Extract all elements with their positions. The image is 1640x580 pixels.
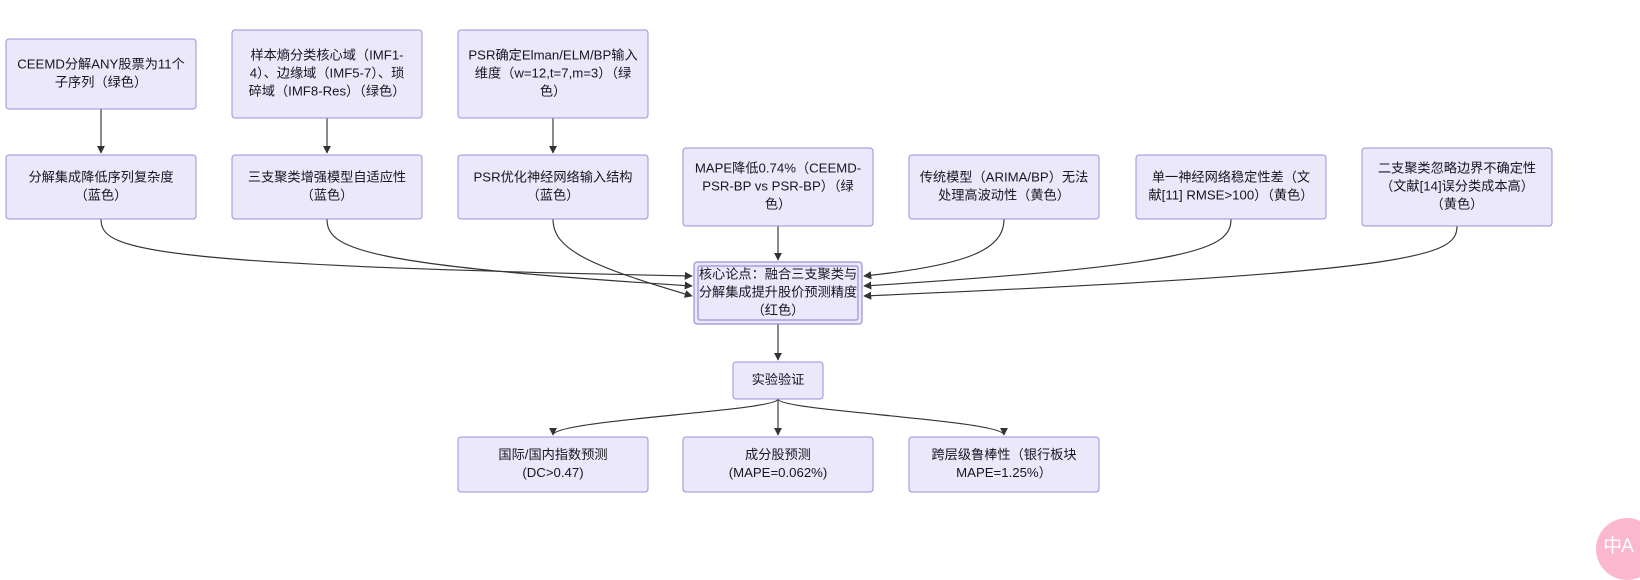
node-n2[interactable]: 样本熵分类核心域（IMF1- 4）、边缘域（IMF5-7）、琐碎域（IMF8-Re… (231, 29, 423, 119)
node-label-line: CEEMD分解ANY股票为11个 (17, 56, 185, 71)
node-label-line: （文献[14]误分类成本高） (1380, 177, 1534, 193)
node-label-line: (MAPE=0.062%) (729, 465, 828, 480)
node-box-inner (697, 265, 859, 321)
node-box (5, 38, 197, 110)
node-n6[interactable]: PSR优化神经网络输入结构 （蓝色） (457, 154, 649, 220)
node-r1[interactable]: 国际/国内指数预测 (DC>0.47) (457, 436, 649, 493)
node-label-line: 三支聚类增强模型自适应性 (248, 169, 406, 184)
watermark-text: 中A (1603, 535, 1634, 557)
node-label-line: 国际/国内指数预测 (498, 447, 607, 462)
node-n4[interactable]: 分解集成降低序列复杂度 （蓝色） (5, 154, 197, 220)
edge-n10-to-core (863, 225, 1458, 300)
node-box (908, 154, 1100, 220)
node-n9[interactable]: 单一神经网络稳定性差（文献[11] RMSE>100）（黄色） (1135, 154, 1327, 220)
node-box (231, 154, 423, 220)
edge-n4-to-core (100, 218, 693, 280)
node-n7[interactable]: MAPE降低0.74%（CEEMD- PSR-BP vs PSR-BP）（绿色） (682, 147, 874, 227)
node-label-line: 传统模型（ARIMA/BP）无法 (920, 169, 1089, 184)
node-label-line: 4）、边缘域（IMF5-7）、琐 (250, 64, 405, 80)
node-label-line: 单一神经网络稳定性差（文 (1152, 169, 1310, 184)
node-box (231, 29, 423, 119)
node-box (682, 436, 874, 493)
edge-n8-to-core (863, 218, 1005, 280)
node-box (5, 154, 197, 220)
node-label-line: PSR优化神经网络输入结构 (474, 169, 633, 184)
node-label-line: （蓝色） (301, 186, 354, 202)
node-label-line: 核心论点：融合三支聚类与 (699, 266, 857, 281)
node-label-line: PSR确定Elman/ELM/BP输入 (468, 47, 637, 62)
node-label-line: 分解集成降低序列复杂度 (28, 169, 173, 184)
node-label-line: (DC>0.47) (522, 465, 583, 480)
node-label-line: 碎域（IMF8-Res）（绿色） (249, 82, 406, 98)
node-label-line: （红色） (752, 301, 805, 317)
node-n5[interactable]: 三支聚类增强模型自适应性 （蓝色） (231, 154, 423, 220)
node-label-line: PSR-BP vs PSR-BP）（绿 (702, 178, 853, 193)
node-label-line: 二支聚类忽略边界不确定性 (1378, 160, 1536, 175)
node-label-line: 色） (540, 82, 566, 98)
node-box (457, 29, 649, 119)
node-label-line: 维度（w=12,t=7,m=3）（绿 (475, 65, 631, 80)
node-box (908, 436, 1100, 493)
node-label-line: （蓝色） (527, 186, 580, 202)
edge-verify-to-r1 (549, 398, 779, 436)
node-label-line: （蓝色） (75, 186, 128, 202)
node-box (457, 436, 649, 493)
node-box (693, 261, 863, 325)
node-r2[interactable]: 成分股预测 (MAPE=0.062%) (682, 436, 874, 493)
node-label-line: MAPE降低0.74%（CEEMD- (695, 160, 861, 175)
node-box (682, 147, 874, 227)
edge-n6-to-core (552, 218, 693, 298)
node-box (1135, 154, 1327, 220)
node-verify[interactable]: 实验验证 (732, 361, 824, 400)
node-label-line: 跨层级鲁棒性（银行板块 (931, 447, 1076, 462)
node-box (732, 361, 824, 400)
edge-verify-to-r3 (777, 398, 1008, 436)
node-label-line: 成分股预测 (745, 447, 811, 462)
watermark-badge: 中A (1596, 518, 1640, 580)
node-box (1361, 147, 1553, 227)
node-label-line: MAPE=1.25%） (956, 465, 1052, 480)
node-label-line: 子序列（绿色） (55, 73, 147, 89)
edge-n5-to-core (326, 218, 693, 290)
node-label-line: 色） (765, 195, 791, 211)
node-label-line: （黄色） (1431, 195, 1484, 211)
node-label-line: 献[11] RMSE>100）（黄色） (1148, 186, 1313, 202)
node-n10[interactable]: 二支聚类忽略边界不确定性 （文献[14]误分类成本高） （黄色） (1361, 147, 1553, 227)
node-label-line: 分解集成提升股价预测精度 (699, 284, 857, 299)
edge-n9-to-core (863, 218, 1232, 290)
node-label-line: 处理高波动性（黄色） (938, 186, 1070, 202)
node-label-line: 样本熵分类核心域（IMF1- (250, 47, 403, 62)
node-r3[interactable]: 跨层级鲁棒性（银行板块 MAPE=1.25%） (908, 436, 1100, 493)
edges-layer (96, 109, 1458, 436)
node-label-line: 实验验证 (752, 372, 805, 387)
node-box (457, 154, 649, 220)
